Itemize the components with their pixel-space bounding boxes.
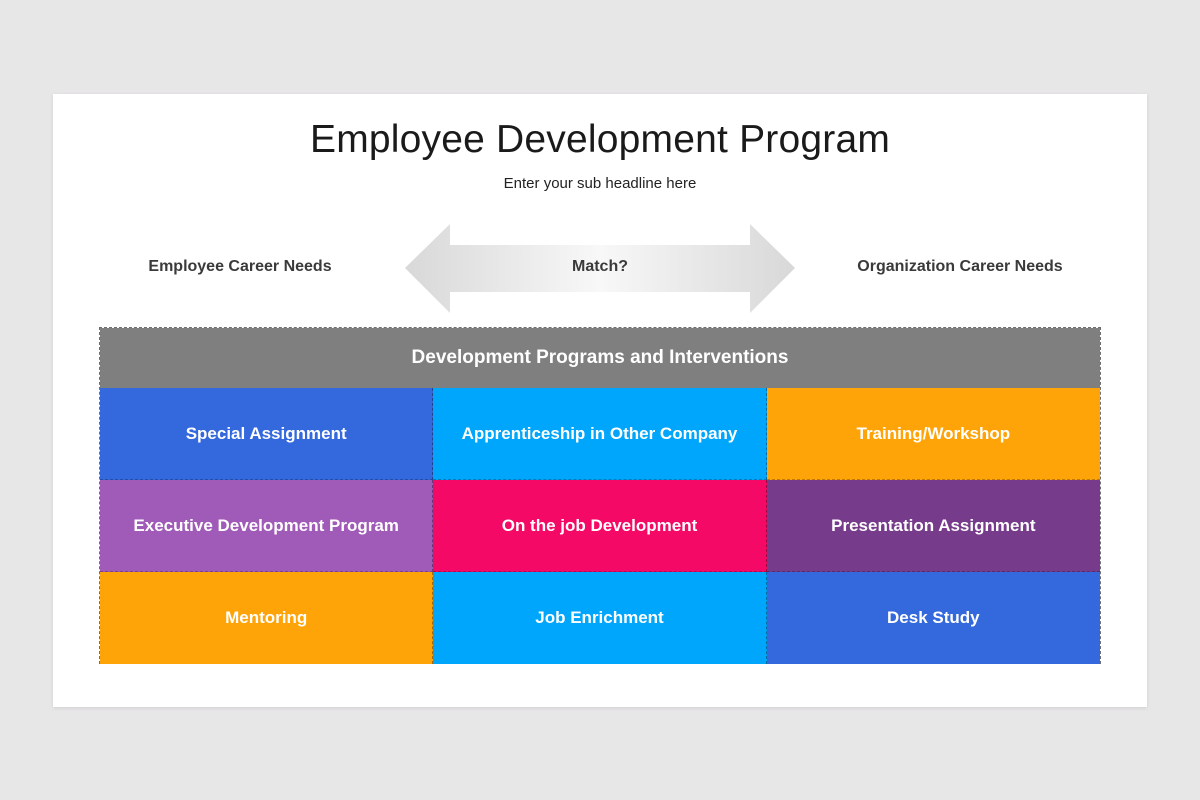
double-arrow-icon [405,224,795,313]
program-cell: Apprenticeship in Other Company [433,388,767,480]
employee-career-needs-label: Employee Career Needs [148,258,332,275]
organization-career-needs-label: Organization Career Needs [857,258,1063,275]
slide-canvas: Employee Development Program Enter your … [53,94,1147,707]
program-cell: Presentation Assignment [766,480,1100,572]
program-cell: On the job Development [433,480,767,572]
match-double-arrow: Match? [405,224,795,313]
program-cell: Executive Development Program [100,480,434,572]
program-cell: Training/Workshop [766,388,1100,480]
program-cell: Special Assignment [100,388,434,480]
programs-grid: Development Programs and Interventions S… [99,327,1101,664]
slide-subtitle: Enter your sub headline here [503,175,697,192]
program-cell: Mentoring [100,572,434,664]
program-cell: Desk Study [766,572,1100,664]
program-cell: Job Enrichment [433,572,767,664]
grid-header: Development Programs and Interventions [100,328,1100,388]
slide-title: Employee Development Program [309,118,891,161]
match-label: Match? [572,258,628,275]
